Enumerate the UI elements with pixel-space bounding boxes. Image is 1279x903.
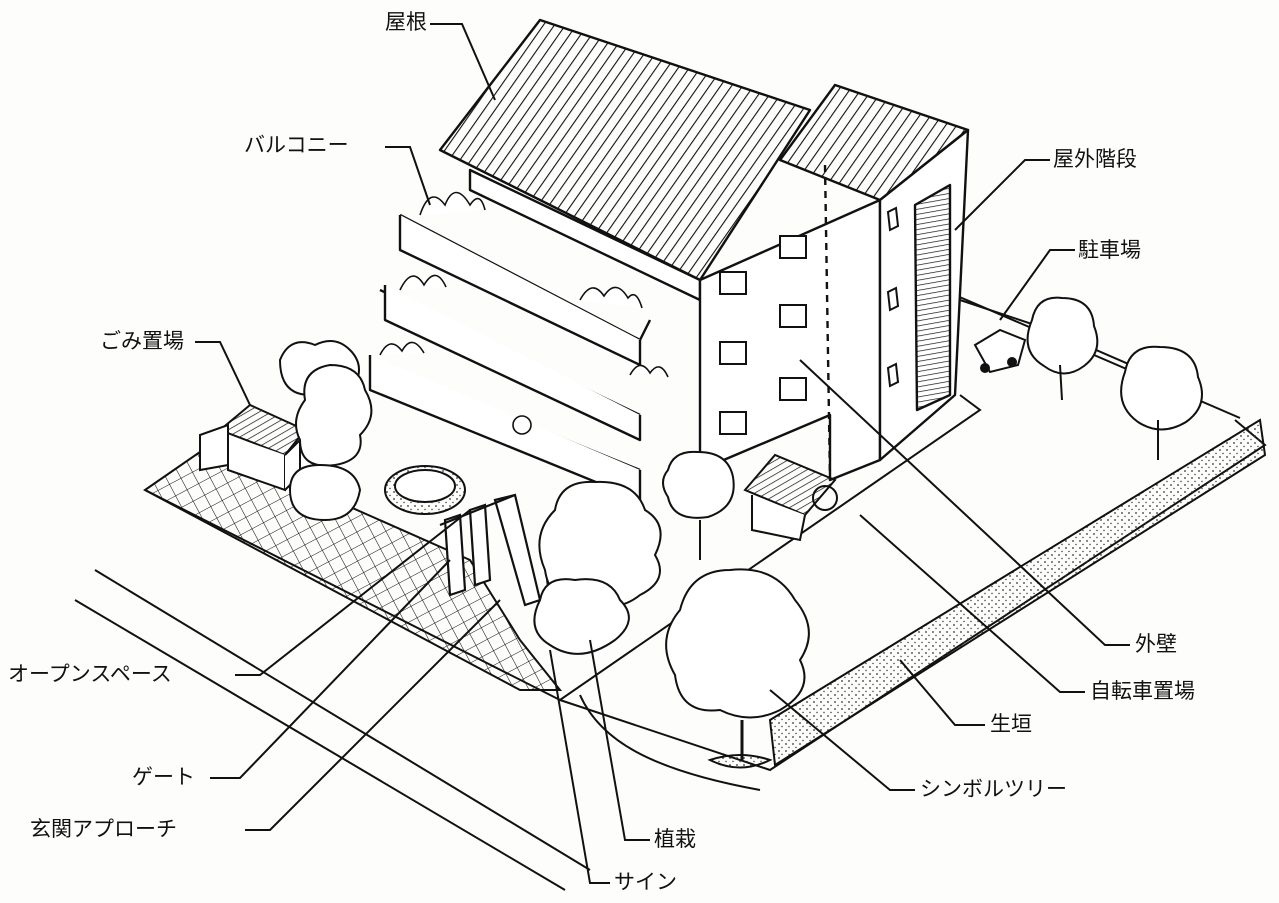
windows xyxy=(719,206,900,435)
label-exterior-wall: 外壁 xyxy=(1135,632,1177,656)
label-roof: 屋根 xyxy=(385,10,427,34)
label-open-space: オープンスペース xyxy=(8,662,172,686)
round-planter xyxy=(384,465,466,515)
label-gate: ゲート xyxy=(132,765,195,789)
label-entrance-approach: 玄関アプローチ xyxy=(30,817,177,841)
label-bicycle-parking: 自転車置場 xyxy=(1090,679,1195,703)
label-sign: サイン xyxy=(614,870,677,894)
garbage-shed xyxy=(199,403,307,492)
label-outdoor-stairs: 屋外階段 xyxy=(1053,147,1137,171)
trees xyxy=(278,296,1203,769)
label-planting: 植栽 xyxy=(654,827,696,851)
label-parking: 駐車場 xyxy=(1078,238,1141,262)
label-balcony: バルコニー xyxy=(244,133,349,157)
label-symbol-tree: シンボルツリー xyxy=(920,777,1067,801)
building xyxy=(368,18,970,502)
leader-lines xyxy=(195,23,1130,884)
label-hedge: 生垣 xyxy=(990,712,1032,736)
label-garbage-area: ごみ置場 xyxy=(100,329,184,353)
hedge xyxy=(768,418,1267,767)
bicycle-shed xyxy=(743,453,838,542)
road xyxy=(74,569,761,891)
balcony-plants xyxy=(379,191,669,435)
